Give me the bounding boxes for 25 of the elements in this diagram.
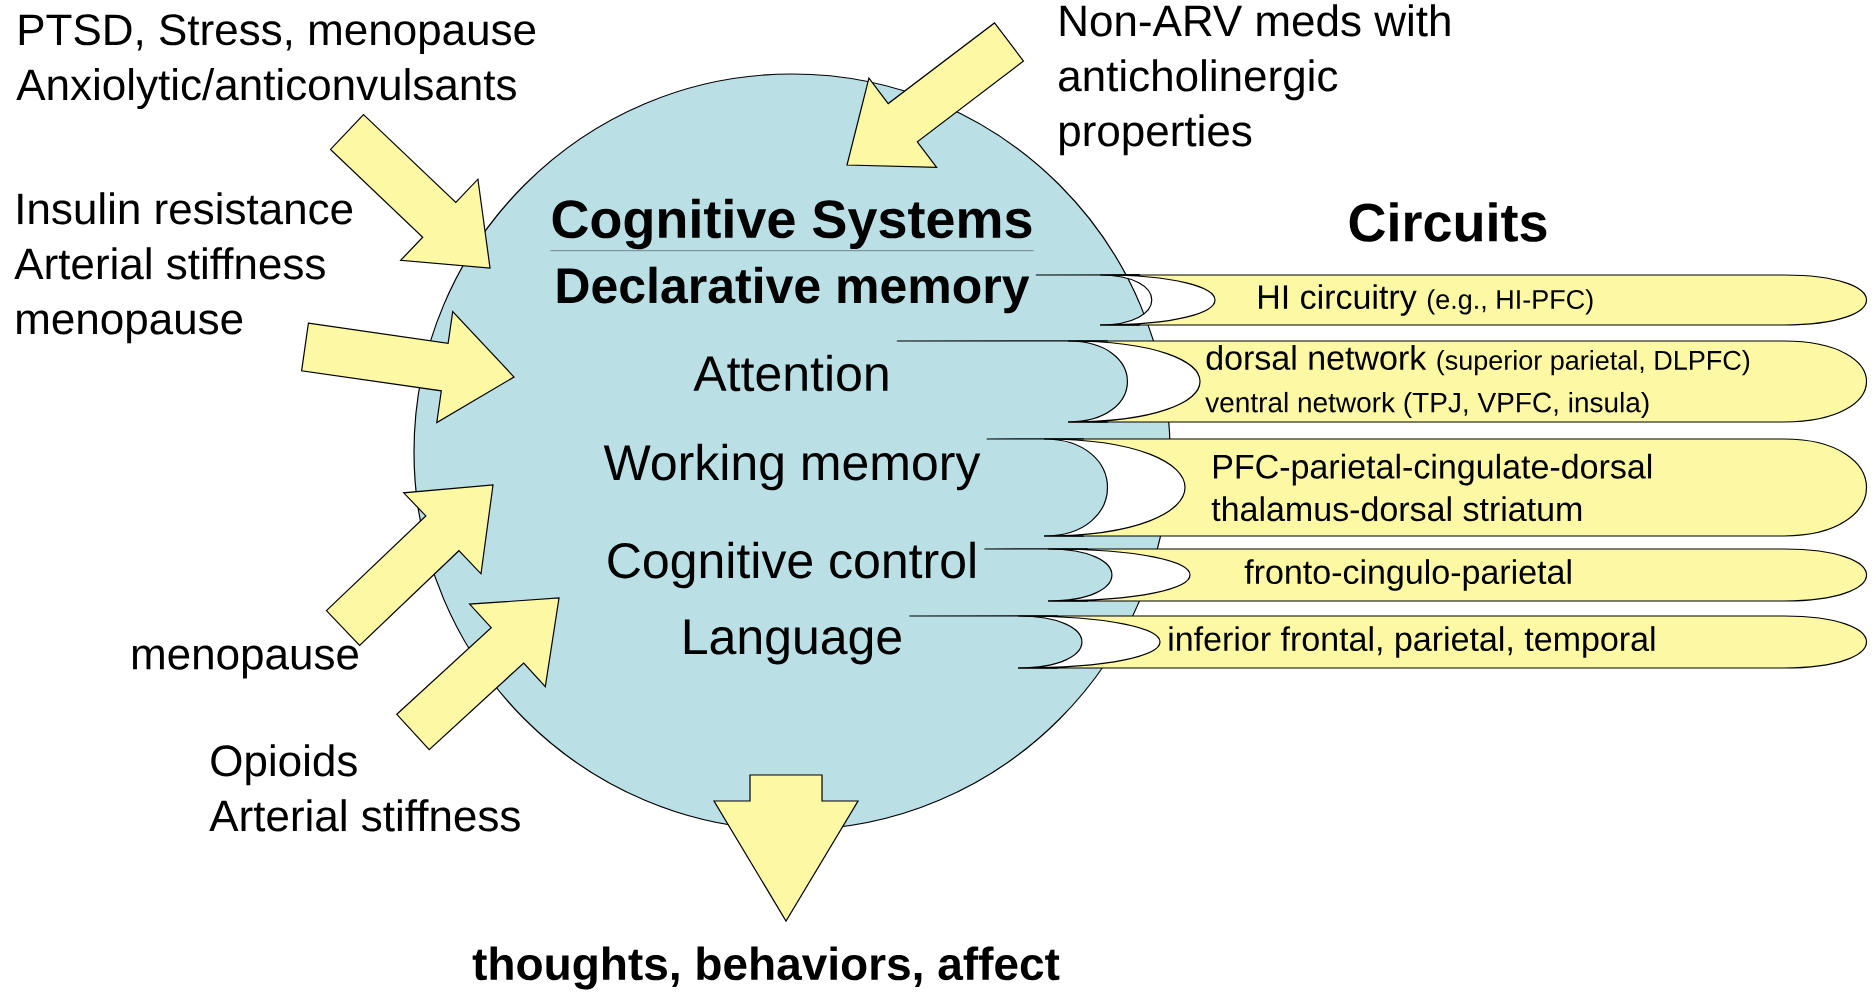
- callout-tail: [1035, 274, 1153, 326]
- circuit-callout: fronto-cingulo-parietal: [1047, 548, 1868, 602]
- factor-label: Insulin resistance Arterial stiffness menopause: [14, 192, 353, 344]
- factor-label: PTSD, Stress, menopause Anxiolytic/anticonvulsants: [16, 14, 536, 110]
- system-label: Language: [684, 619, 901, 665]
- circuit-callout: dorsal network (superior parietal, DLPFC) ventral network (TPJ, VPFC, insula): [1067, 340, 1868, 423]
- factor-label: Opioids Arterial stiffness: [209, 744, 520, 832]
- system-label: Cognitive control: [608, 541, 975, 589]
- system-label: Declarative memory: [557, 266, 1030, 314]
- column-heading: Circuits: [1349, 202, 1547, 242]
- outcome-label: thoughts, behaviors, affect: [472, 946, 1060, 990]
- callout-tail: [983, 548, 1113, 602]
- factor-label: Non-ARV meds with anticholinergic properties: [1059, 4, 1450, 156]
- factor-label: menopause: [132, 645, 358, 679]
- circuit-callout: PFC-parietal-cingulate-dorsal thalamus-dorsal striatum: [1043, 438, 1868, 537]
- block-arrow: [712, 774, 860, 923]
- block-arrow: [846, 22, 1025, 168]
- system-label: Working memory: [603, 443, 981, 491]
- callout-tail: [908, 615, 1083, 669]
- circle-heading: Cognitive Systems: [550, 198, 1034, 251]
- callout-tail: [896, 340, 1128, 423]
- callout-tail: [986, 438, 1109, 537]
- system-label: Attention: [693, 354, 888, 392]
- circuit-callout: inferior frontal, parietal, temporal: [1017, 615, 1868, 669]
- circuit-callout: HI circuitry (e.g., HI-PFC): [1099, 274, 1868, 326]
